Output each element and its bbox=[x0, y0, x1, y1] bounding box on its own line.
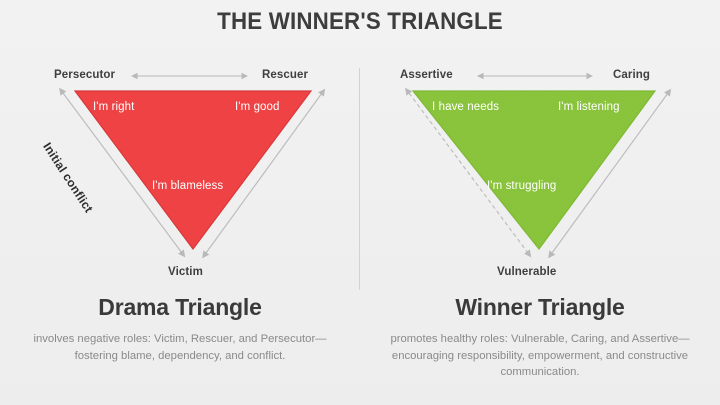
caption-title-winner: Winner Triangle bbox=[455, 294, 625, 320]
caption-body-winner: promotes healthy roles: Vulnerable, Cari… bbox=[390, 333, 690, 378]
statement-im-right: I'm right bbox=[93, 101, 135, 113]
statement-im-struggling: I'm struggling bbox=[487, 180, 557, 192]
role-label-assertive: Assertive bbox=[400, 69, 453, 81]
panel-divider bbox=[359, 68, 360, 290]
caption-title-drama: Drama Triangle bbox=[98, 294, 262, 320]
arrow-right-edge bbox=[202, 88, 326, 259]
arrow-left-edge bbox=[59, 87, 186, 258]
page-title: THE WINNER'S TRIANGLE bbox=[217, 8, 503, 35]
role-label-rescuer: Rescuer bbox=[262, 69, 309, 81]
role-label-victim: Victim bbox=[168, 266, 203, 278]
statement-im-blameless: I'm blameless bbox=[152, 180, 224, 192]
winner-triangle-shape bbox=[413, 91, 655, 249]
role-label-vulnerable: Vulnerable bbox=[497, 266, 557, 278]
statement-i-have-needs: I have needs bbox=[432, 101, 500, 113]
statement-im-good: I'm good bbox=[235, 101, 280, 113]
statement-im-listening: I'm listening bbox=[558, 101, 620, 113]
drama-triangle-shape bbox=[75, 91, 311, 249]
arrow-right-edge bbox=[548, 88, 672, 259]
panel-winner-triangle: Assertive Caring Vulnerable I have needs… bbox=[360, 0, 720, 405]
role-label-persecutor: Persecutor bbox=[54, 69, 116, 81]
arrow-left-edge-dashed bbox=[405, 87, 532, 258]
caption-body-drama: involves negative roles: Victim, Rescuer… bbox=[33, 333, 327, 362]
panel-drama-triangle: Persecutor Rescuer Victim I'm right I'm … bbox=[33, 69, 327, 362]
annotation-initial-conflict: Initial conflict bbox=[40, 140, 96, 216]
role-label-caring: Caring bbox=[613, 69, 651, 81]
